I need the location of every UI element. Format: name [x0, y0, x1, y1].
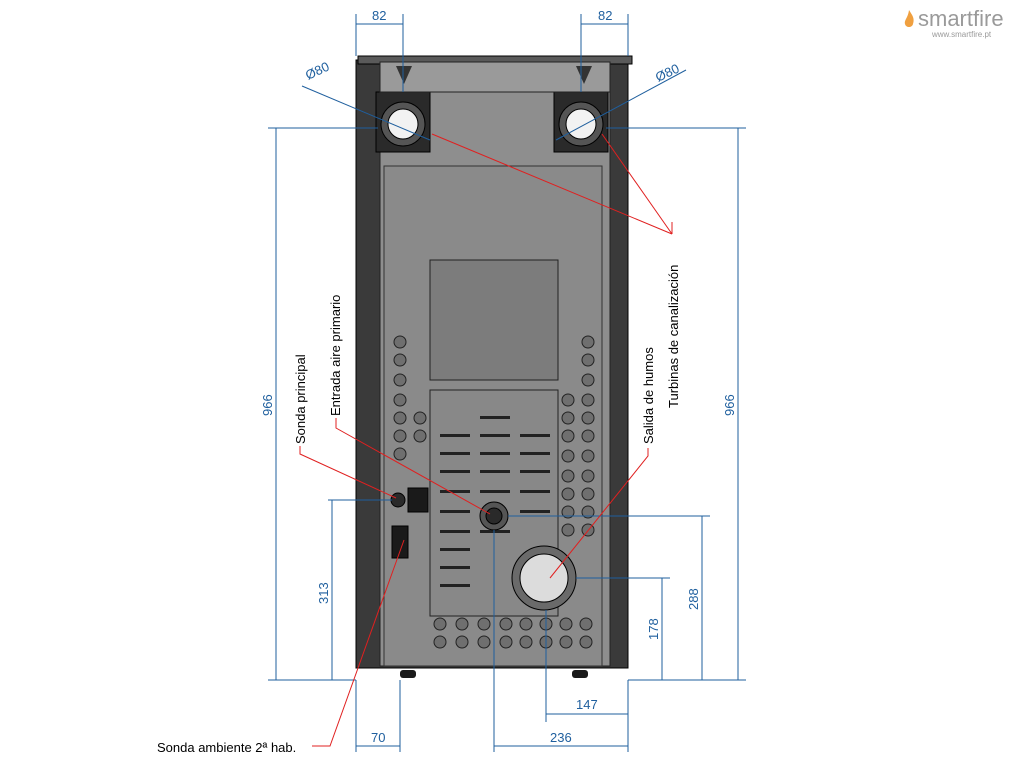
leader-lines — [299, 133, 673, 747]
stove-body — [355, 55, 633, 678]
brand-url: www.smartfire.pt — [932, 30, 992, 39]
dim-probe-height: 313 — [316, 582, 331, 604]
label-main-probe: Sonda principal — [293, 354, 308, 444]
brand-name: smartfire — [918, 6, 1004, 31]
label-primary-air-inlet: Entrada aire primario — [328, 295, 343, 416]
dim-bottom-center: 236 — [550, 730, 572, 745]
dim-left-diameter: Ø80 — [303, 59, 332, 83]
dim-outlet-offset: 147 — [576, 697, 598, 712]
dim-bottom-left: 70 — [371, 730, 385, 745]
brand-logo: smartfire www.smartfire.pt — [902, 6, 1020, 40]
dim-top-left: 82 — [372, 8, 386, 23]
dim-outlet-center: 178 — [646, 618, 661, 640]
label-smoke-outlet: Salida de humos — [641, 347, 656, 444]
dim-left-height: 966 — [260, 394, 275, 416]
dim-right-height: 966 — [722, 394, 737, 416]
dimension-lines — [268, 14, 746, 752]
label-ducting-turbines: Turbinas de canalización — [666, 265, 681, 408]
label-room2-probe: Sonda ambiente 2ª hab. — [157, 740, 296, 755]
dim-outlet-height: 288 — [686, 588, 701, 610]
dim-right-diameter: Ø80 — [653, 61, 682, 85]
flame-icon — [904, 10, 914, 27]
dim-top-right: 82 — [598, 8, 612, 23]
